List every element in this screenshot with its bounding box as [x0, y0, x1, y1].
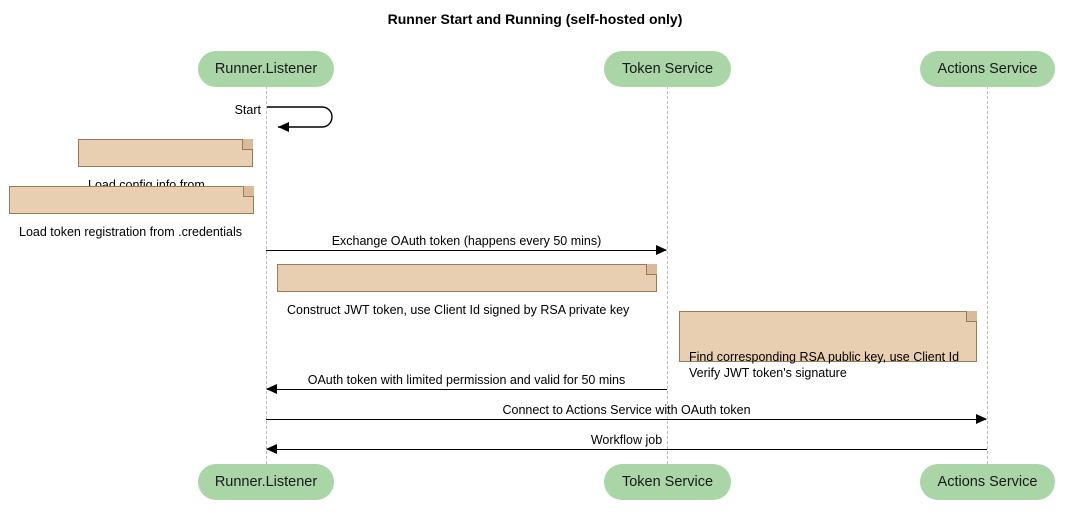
- note-verify-jwt: Find corresponding RSA public key, use C…: [679, 311, 977, 380]
- participant-actions-top-label: Actions Service: [937, 61, 1038, 77]
- message-arrowhead-oauth-token-reply: [266, 384, 277, 394]
- message-self-loop-start: [262, 101, 348, 133]
- note-fold-corner-icon: [646, 264, 657, 275]
- participant-actions-bottom-label: Actions Service: [937, 474, 1038, 490]
- message-line-oauth-token-reply: [267, 389, 667, 390]
- participant-runner-bottom[interactable]: Runner.Listener: [198, 464, 334, 500]
- participant-actions-top[interactable]: Actions Service: [920, 51, 1055, 87]
- message-arrowhead-workflow-job: [266, 444, 277, 454]
- message-line-workflow-job: [267, 449, 987, 450]
- note-fold-corner-icon: [243, 186, 254, 197]
- participant-token-bottom-label: Token Service: [621, 474, 714, 490]
- note-construct-jwt-text: Construct JWT token, use Client Id signe…: [287, 303, 630, 317]
- message-label-workflow-job: Workflow job: [590, 433, 663, 447]
- note-construct-jwt: Construct JWT token, use Client Id signe…: [277, 264, 657, 317]
- message-label-connect-actions-service: Connect to Actions Service with OAuth to…: [502, 403, 751, 417]
- note-fold-corner-icon: [966, 311, 977, 322]
- participant-actions-bottom[interactable]: Actions Service: [920, 464, 1055, 500]
- participant-runner-top[interactable]: Runner.Listener: [198, 51, 334, 87]
- message-line-connect-actions-service: [266, 419, 986, 420]
- message-label-exchange-oauth-token: Exchange OAuth token (happens every 50 m…: [331, 234, 602, 248]
- note-load-config: Load config info from .runner: [78, 139, 253, 208]
- note-load-token-registration-text: Load token registration from .credential…: [19, 225, 243, 239]
- message-label-oauth-token-reply: OAuth token with limited permission and …: [307, 373, 626, 387]
- note-load-token-registration: Load token registration from .credential…: [9, 186, 254, 239]
- note-verify-jwt-text: Find corresponding RSA public key, use C…: [689, 350, 960, 380]
- participant-token-top-label: Token Service: [621, 61, 714, 77]
- participant-runner-bottom-label: Runner.Listener: [214, 474, 318, 490]
- lifeline-actions: [987, 86, 988, 464]
- message-arrowhead-exchange-oauth-token: [656, 245, 667, 255]
- participant-token-top[interactable]: Token Service: [604, 51, 731, 87]
- lifeline-token: [667, 86, 668, 464]
- participant-runner-top-label: Runner.Listener: [214, 61, 318, 77]
- message-arrowhead-connect-actions-service: [976, 414, 987, 424]
- lifeline-runner: [266, 86, 267, 464]
- message-line-exchange-oauth-token: [266, 250, 666, 251]
- message-label-start: Start: [234, 103, 261, 117]
- note-fold-corner-icon: [242, 139, 253, 150]
- participant-token-bottom[interactable]: Token Service: [604, 464, 731, 500]
- diagram-title: Runner Start and Running (self-hosted on…: [387, 11, 683, 27]
